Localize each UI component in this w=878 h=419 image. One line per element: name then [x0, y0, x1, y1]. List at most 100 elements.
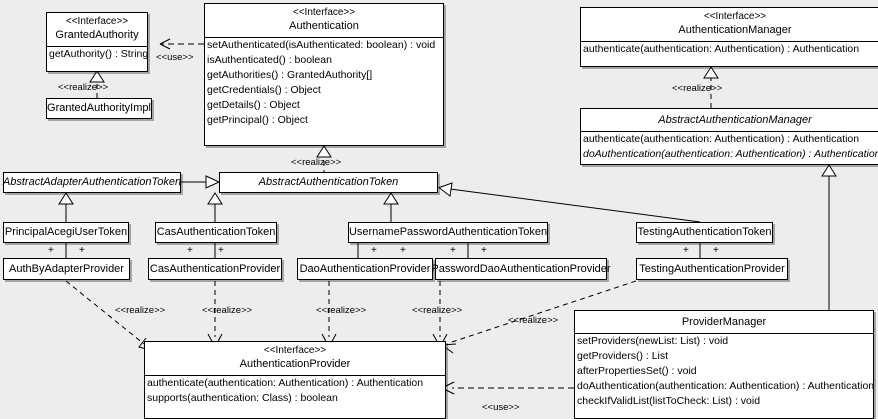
edge-generalization-providermanager-to-abstractauthenticationmanager	[821, 164, 837, 310]
class-name-label: AbstractAuthenticationToken	[258, 176, 399, 188]
operations-compartment: setProviders(newList: List) : void getPr…	[575, 334, 873, 409]
edge-generalization-principalacegiusertoken	[58, 192, 74, 222]
class-name-label: AbstractAdapterAuthenticationToken	[2, 176, 182, 188]
operation-row: getDetails() : Object	[207, 99, 300, 111]
stereotype-label: <<Interface>>	[292, 7, 356, 18]
association-marker-plus: +	[683, 245, 689, 256]
class-name-label: GrantedAuthority	[55, 29, 139, 41]
operation-row: getCredentials() : Object	[207, 84, 321, 96]
class-header-authentication: <<Interface>> Authentication	[205, 4, 443, 37]
class-name-label: AbstractAuthenticationManager	[658, 114, 812, 126]
edge-use-authentication-to-grantedauthority	[159, 38, 204, 50]
class-box-authentication-manager[interactable]: <<Interface>> AuthenticationManager auth…	[580, 7, 878, 67]
class-name-label: PrincipalAcegiUserToken	[4, 226, 128, 238]
edge-label-realize-grantedauthorityimpl: <<realize>>	[58, 82, 109, 93]
class-name-label: ProviderManager	[681, 316, 767, 328]
class-header-provider-manager: ProviderManager	[575, 311, 873, 333]
class-box-provider-manager[interactable]: ProviderManager setProviders(newList: Li…	[574, 310, 874, 419]
edge-label-use-providermanager: <<use>>	[482, 402, 520, 413]
class-box-testing-authentication-provider[interactable]: TestingAuthenticationProvider	[636, 258, 788, 280]
edge-label-realize-authbyadapterprovider: <<realize>>	[115, 305, 166, 316]
class-name-label: DaoAuthenticationProvider	[299, 262, 431, 275]
edge-label-realize-passworddaoauthenticationprovider: <<realize>>	[412, 305, 463, 316]
operation-row: setProviders(newList: List) : void	[577, 335, 729, 347]
operations-compartment: authenticate(authentication: Authenticat…	[581, 132, 878, 162]
edge-label-realize-daoauthenticationprovider: <<realize>>	[316, 305, 367, 316]
class-name-label: GrantedAuthorityImpl	[47, 102, 151, 114]
class-box-granted-authority[interactable]: <<Interface>> GrantedAuthority getAuthor…	[46, 12, 148, 72]
class-name-label: AuthenticationProvider	[239, 358, 351, 370]
class-name-label: UsernamePasswordAuthenticationToken	[348, 226, 548, 238]
association-marker-plus: +	[450, 245, 456, 256]
class-name-label: CasAuthenticationProvider	[149, 262, 281, 275]
association-marker-plus: +	[400, 245, 406, 256]
edge-label-realize-casauthenticationprovider: <<realize>>	[202, 305, 253, 316]
operation-row: authenticate(authentication: Authenticat…	[147, 377, 424, 389]
association-marker-plus: +	[187, 245, 193, 256]
edge-label-realize-abstractauthenticationtoken: <<realize>>	[291, 157, 342, 168]
class-name-label: AuthenticationManager	[678, 24, 792, 36]
class-box-abstract-adapter-authentication-token[interactable]: AbstractAdapterAuthenticationToken	[3, 172, 181, 193]
edge-generalization-casauthenticationtoken	[207, 192, 223, 222]
operation-row: doAuthentication(authentication: Authent…	[583, 148, 878, 160]
class-box-username-password-authentication-token[interactable]: UsernamePasswordAuthenticationToken	[348, 222, 548, 243]
operation-row: getPrincipal() : Object	[207, 114, 308, 126]
compartment-divider	[205, 37, 443, 38]
operations-compartment: getAuthority() : String	[47, 47, 147, 62]
operation-row: getAuthorities() : GrantedAuthority[]	[207, 69, 373, 81]
class-header-authentication-provider: <<Interface>> AuthenticationProvider	[145, 342, 445, 375]
stereotype-label: <<Interface>>	[65, 16, 129, 27]
operation-row: setAuthenticated(isAuthenticated: boolea…	[207, 39, 436, 51]
operation-row: isAuthenticated() : boolean	[207, 54, 332, 66]
class-name-label: TestingAuthenticationToken	[637, 226, 772, 238]
association-marker-plus: +	[713, 245, 719, 256]
class-name-label: Authentication	[289, 20, 359, 32]
operation-row: authenticate(authentication: Authenticat…	[583, 43, 860, 55]
class-box-cas-authentication-token[interactable]: CasAuthenticationToken	[155, 222, 277, 243]
association-marker-plus: +	[79, 245, 85, 256]
operation-row: authenticate(authentication: Authenticat…	[583, 133, 860, 145]
class-box-cas-authentication-provider[interactable]: CasAuthenticationProvider	[148, 258, 282, 280]
edge-label-realize-abstractauthenticationmanager: <<realize>>	[672, 83, 723, 94]
operation-row: getAuthority() : String	[49, 48, 147, 60]
association-marker-plus: +	[218, 245, 224, 256]
edge-label-realize-testingauthenticationprovider: <<realize>>	[508, 315, 559, 326]
association-marker-plus: +	[481, 245, 487, 256]
class-name-label: TestingAuthenticationProvider	[639, 262, 785, 275]
operations-compartment: authenticate(authentication: Authenticat…	[581, 42, 878, 57]
operation-row: afterPropertiesSet() : void	[577, 365, 697, 377]
stereotype-label: <<Interface>>	[263, 345, 327, 356]
compartment-divider	[581, 131, 878, 132]
operation-row: doAuthentication(authentication: Authent…	[577, 380, 873, 392]
class-box-granted-authority-impl[interactable]: GrantedAuthorityImpl	[46, 98, 152, 119]
edge-generalization-usernamepasswordauthenticationtoken	[383, 192, 399, 222]
edge-association-abstractadapter-to-abstracttoken	[181, 175, 221, 189]
operations-compartment: setAuthenticated(isAuthenticated: boolea…	[205, 38, 443, 128]
class-box-abstract-authentication-token[interactable]: AbstractAuthenticationToken	[219, 172, 438, 193]
compartment-divider	[47, 46, 147, 47]
operations-compartment: authenticate(authentication: Authenticat…	[145, 376, 445, 406]
class-name-label: AuthByAdapterProvider	[9, 262, 124, 275]
edge-use-providermanager-to-authenticationprovider	[441, 381, 574, 395]
class-box-testing-authentication-token[interactable]: TestingAuthenticationToken	[636, 222, 773, 243]
class-box-password-dao-authentication-provider[interactable]: PasswordDaoAuthenticationProvider	[431, 258, 611, 280]
class-name-label: CasAuthenticationToken	[156, 226, 276, 238]
class-box-authentication[interactable]: <<Interface>> Authentication setAuthenti…	[204, 3, 444, 146]
compartment-divider	[145, 375, 445, 376]
edge-label-use-authentication-grantedauthority: <<use>>	[156, 52, 194, 63]
class-box-abstract-authentication-manager[interactable]: AbstractAuthenticationManager authentica…	[580, 108, 878, 165]
compartment-divider	[575, 333, 873, 334]
association-marker-plus: +	[371, 245, 377, 256]
class-box-dao-authentication-provider[interactable]: DaoAuthenticationProvider	[297, 258, 433, 280]
class-box-authentication-provider[interactable]: <<Interface>> AuthenticationProvider aut…	[144, 341, 446, 419]
edge-realize-authbyadapterprovider	[65, 280, 154, 352]
stereotype-label: <<Interface>>	[703, 11, 767, 22]
class-box-principal-acegi-user-token[interactable]: PrincipalAcegiUserToken	[3, 222, 129, 243]
edge-generalization-testingauthenticationtoken	[437, 182, 701, 223]
class-header-abstract-authentication-manager: AbstractAuthenticationManager	[581, 109, 878, 131]
class-name-label: PasswordDaoAuthenticationProvider	[431, 262, 611, 275]
operation-row: checkIfValidList(listToCheck: List) : vo…	[577, 395, 761, 407]
operation-row: getProviders() : List	[577, 350, 669, 362]
class-box-auth-by-adapter-provider[interactable]: AuthByAdapterProvider	[3, 258, 130, 280]
